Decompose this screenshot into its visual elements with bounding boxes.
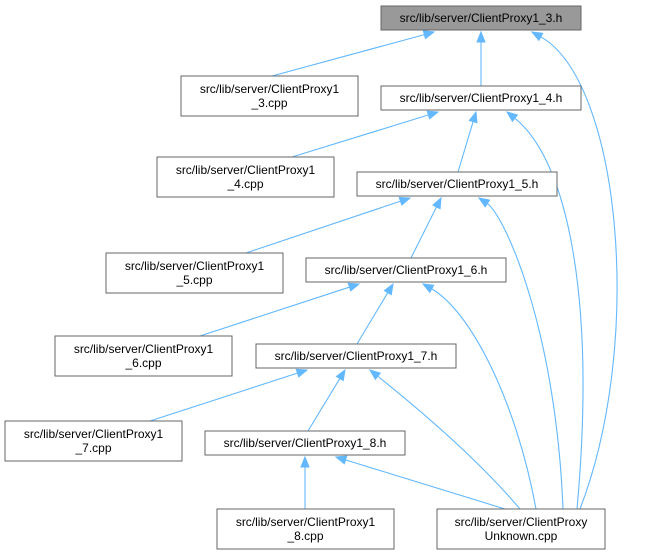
node-c6[interactable]: src/lib/server/ClientProxy1_6.cpp bbox=[54, 335, 233, 377]
node-label: src/lib/server/ClientProxy1 bbox=[74, 342, 214, 356]
node-label: src/lib/server/ClientProxy1 bbox=[176, 163, 316, 177]
edge-arrowhead bbox=[426, 110, 440, 120]
node-label: _7.cpp bbox=[74, 441, 111, 455]
edge-line bbox=[356, 291, 389, 345]
edge-line bbox=[307, 377, 341, 432]
edge-line bbox=[245, 200, 402, 254]
edge-line bbox=[457, 120, 474, 173]
node-box bbox=[4, 420, 183, 462]
node-c3[interactable]: src/lib/server/ClientProxy1_3.cpp bbox=[180, 75, 359, 117]
edge-line bbox=[344, 459, 506, 510]
edge-arrowhead bbox=[421, 283, 435, 294]
node-label: src/lib/server/ClientProxy1_8.h bbox=[224, 436, 387, 450]
node-h8[interactable]: src/lib/server/ClientProxy1_8.h bbox=[204, 430, 406, 456]
node-label: src/lib/server/ClientProxy1_4.h bbox=[400, 91, 563, 105]
node-label: src/lib/server/ClientProxy1_6.h bbox=[325, 263, 488, 277]
edge-h6-to-h5 bbox=[410, 196, 442, 259]
edge-unk-to-h4 bbox=[505, 111, 584, 510]
edge-unk-to-h3 bbox=[530, 31, 618, 510]
edge-unk-to-h8 bbox=[334, 455, 506, 510]
edge-arrowhead bbox=[334, 455, 348, 465]
edge-c7-to-h7 bbox=[149, 368, 309, 422]
node-c7[interactable]: src/lib/server/ClientProxy1_7.cpp bbox=[4, 420, 183, 462]
edge-h4-to-h3 bbox=[476, 30, 486, 86]
node-box bbox=[216, 508, 395, 550]
edge-unk-to-h5 bbox=[477, 197, 564, 510]
node-h3[interactable]: src/lib/server/ClientProxy1_3.h bbox=[380, 5, 582, 31]
node-h6[interactable]: src/lib/server/ClientProxy1_6.h bbox=[305, 257, 507, 283]
node-label: src/lib/server/ClientProxy1_5.h bbox=[376, 177, 539, 191]
edge-c4-to-h4 bbox=[291, 110, 440, 158]
node-box bbox=[105, 252, 284, 294]
node-label: src/lib/server/ClientProxy1 bbox=[125, 259, 265, 273]
edge-arrowhead bbox=[398, 196, 412, 206]
node-label: src/lib/server/ClientProxy bbox=[455, 515, 588, 529]
edge-c6-to-h6 bbox=[199, 282, 361, 337]
node-label: _5.cpp bbox=[175, 273, 212, 287]
edge-arrowhead bbox=[422, 30, 436, 40]
edge-arrowhead bbox=[368, 369, 382, 381]
edge-arrowhead bbox=[347, 282, 361, 292]
node-box bbox=[180, 75, 359, 117]
edge-line bbox=[430, 287, 537, 510]
node-box bbox=[54, 335, 233, 377]
edge-c3-to-h3 bbox=[271, 30, 436, 77]
node-box bbox=[204, 430, 406, 456]
edge-line bbox=[539, 35, 618, 510]
edge-line bbox=[486, 202, 564, 510]
node-box bbox=[356, 171, 558, 197]
node-label: src/lib/server/ClientProxy1 bbox=[24, 427, 164, 441]
node-label: src/lib/server/ClientProxy1 bbox=[236, 515, 376, 529]
node-layer: src/lib/server/ClientProxy1_3.h src/lib/s… bbox=[4, 5, 606, 550]
edge-arrowhead bbox=[530, 31, 544, 42]
edge-line bbox=[376, 375, 521, 510]
edge-line bbox=[513, 117, 584, 510]
edge-unk-to-h7 bbox=[368, 369, 521, 510]
node-label: _6.cpp bbox=[124, 356, 161, 370]
node-box bbox=[380, 85, 582, 111]
edge-arrowhead bbox=[477, 197, 491, 208]
edge-arrowhead bbox=[295, 368, 309, 378]
edge-h5-to-h4 bbox=[457, 110, 478, 173]
edge-line bbox=[199, 286, 351, 337]
node-h4[interactable]: src/lib/server/ClientProxy1_4.h bbox=[380, 85, 582, 111]
node-label: _4.cpp bbox=[226, 177, 263, 191]
edge-arrowhead bbox=[383, 282, 394, 296]
edge-line bbox=[291, 114, 430, 158]
node-h7[interactable]: src/lib/server/ClientProxy1_7.h bbox=[255, 343, 457, 369]
edge-h8-to-h7 bbox=[307, 368, 346, 432]
edge-unk-to-h6 bbox=[421, 283, 537, 510]
edge-arrowhead bbox=[468, 110, 478, 124]
edge-line bbox=[271, 33, 426, 77]
edge-c8-to-h8 bbox=[300, 455, 310, 509]
node-label: src/lib/server/ClientProxy1 bbox=[200, 82, 340, 96]
edge-line bbox=[149, 372, 299, 422]
edge-line bbox=[410, 205, 438, 259]
node-c4[interactable]: src/lib/server/ClientProxy1_4.cpp bbox=[156, 156, 335, 198]
node-box bbox=[156, 156, 335, 198]
node-box bbox=[255, 343, 457, 369]
edge-arrowhead bbox=[432, 196, 442, 210]
edge-arrowhead bbox=[476, 30, 486, 43]
node-box bbox=[380, 5, 582, 31]
edge-layer bbox=[149, 30, 618, 510]
node-label: src/lib/server/ClientProxy1_7.h bbox=[275, 349, 438, 363]
node-box bbox=[436, 508, 606, 550]
edge-c5-to-h5 bbox=[245, 196, 412, 254]
edge-arrowhead bbox=[300, 455, 310, 468]
node-h5[interactable]: src/lib/server/ClientProxy1_5.h bbox=[356, 171, 558, 197]
edge-arrowhead bbox=[335, 368, 346, 382]
node-label: Unknown.cpp bbox=[485, 529, 558, 543]
edge-arrowhead bbox=[505, 111, 519, 123]
node-label: _8.cpp bbox=[286, 529, 323, 543]
node-label: _3.cpp bbox=[250, 96, 287, 110]
node-c5[interactable]: src/lib/server/ClientProxy1_5.cpp bbox=[105, 252, 284, 294]
edge-h7-to-h6 bbox=[356, 282, 394, 345]
node-box bbox=[305, 257, 507, 283]
node-c8[interactable]: src/lib/server/ClientProxy1_8.cpp bbox=[216, 508, 395, 550]
node-label: src/lib/server/ClientProxy1_3.h bbox=[400, 11, 563, 25]
